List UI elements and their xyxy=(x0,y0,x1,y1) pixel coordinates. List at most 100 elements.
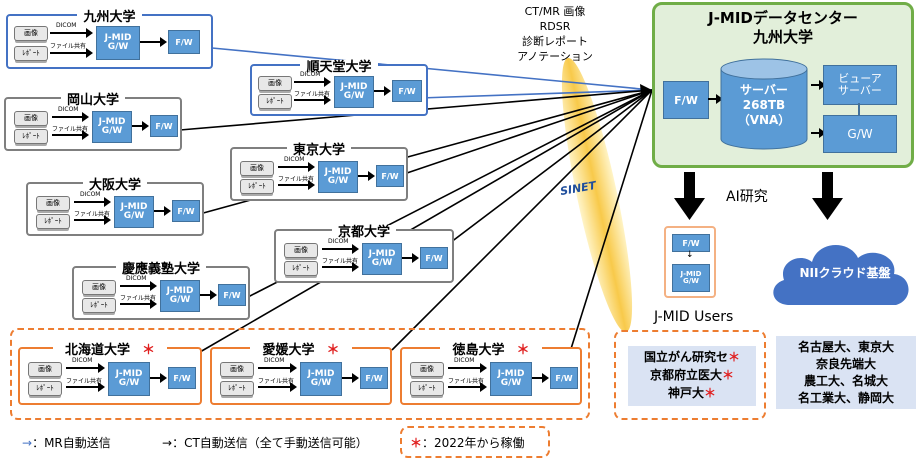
dicom-arrow xyxy=(278,162,315,172)
file-share-label: ファイル共有 xyxy=(278,176,315,183)
file-share-arrow xyxy=(278,180,315,190)
dicom-label: DICOM xyxy=(284,156,305,163)
gw-fw-arrow xyxy=(342,373,359,383)
nii-cloud-shape xyxy=(773,244,909,305)
image-disk: 画像 xyxy=(82,280,116,295)
image-disk: 画像 xyxy=(14,26,48,41)
viewer-gw-link xyxy=(858,103,860,115)
mr-line-kyushu xyxy=(211,47,653,91)
file-share-label: ファイル共有 xyxy=(258,378,295,385)
uni-name-tokyo: 東京大学 xyxy=(286,143,351,158)
center-fw-box: F/W xyxy=(663,81,709,119)
users-down-arrow-icon: ↓ xyxy=(686,250,694,260)
image-disk: 画像 xyxy=(14,111,48,126)
file-share-label: ファイル共有 xyxy=(50,43,87,50)
file-share-label: ファイル共有 xyxy=(74,211,111,218)
uni-name-kyoto: 京都大学 xyxy=(331,225,396,240)
dicom-arrow xyxy=(258,363,297,373)
image-disk: 画像 xyxy=(28,362,62,377)
users-title: J-MID Users xyxy=(654,309,734,325)
report-disk: ﾚﾎﾟｰﾄ xyxy=(14,129,48,144)
fw-box: F/W xyxy=(376,165,404,187)
file-share-arrow xyxy=(448,382,487,392)
file-share-label: ファイル共有 xyxy=(52,126,89,133)
ct-line-ehime xyxy=(391,89,653,351)
file-share-label: ファイル共有 xyxy=(120,295,157,302)
dicom-arrow xyxy=(448,363,487,373)
gw-fw-arrow xyxy=(140,37,167,47)
blue-arrow-icon: → xyxy=(22,436,33,450)
ct-line-kyoto xyxy=(429,89,653,259)
dicom-label: DICOM xyxy=(58,106,79,113)
file-share-label: ファイル共有 xyxy=(66,378,103,385)
ct-line-tokyo xyxy=(403,89,653,175)
fw-box: F/W xyxy=(168,30,200,54)
report-disk: ﾚﾎﾟｰﾄ xyxy=(410,381,444,396)
file-share-arrow xyxy=(50,48,93,58)
data-center-box: J-MIDデータセンター 九州大学 F/W サーバー 268TB （VNA） ビ… xyxy=(652,2,914,168)
ct-line-hokkaido xyxy=(199,89,653,353)
image-disk: 画像 xyxy=(284,243,318,258)
ai-research-label: AI研究 xyxy=(726,189,768,205)
file-share-arrow xyxy=(74,215,111,225)
star-mark: ＊ xyxy=(510,343,536,358)
viewer-server-box: ビューアサーバー xyxy=(823,65,897,105)
file-share-arrow xyxy=(66,382,105,392)
gw-fw-arrow xyxy=(374,86,391,96)
uni-name-keio: 慶應義塾大学 xyxy=(115,262,206,277)
mr-line-juntendo xyxy=(419,89,653,99)
report-disk: ﾚﾎﾟｰﾄ xyxy=(28,381,62,396)
nii-list-item: 農工大、名城大 xyxy=(803,374,888,388)
report-disk: ﾚﾎﾟｰﾄ xyxy=(220,381,254,396)
star-mark: ＊ xyxy=(136,343,162,358)
dicom-label: DICOM xyxy=(264,357,285,364)
dicom-arrow xyxy=(294,77,331,87)
server-viewer-arrow xyxy=(811,80,826,90)
fw-box: F/W xyxy=(172,200,200,222)
file-share-arrow xyxy=(294,95,331,105)
dicom-arrow xyxy=(66,363,105,373)
gw-fw-arrow xyxy=(532,373,549,383)
image-disk: 画像 xyxy=(240,161,274,176)
gw-fw-arrow xyxy=(150,373,167,383)
nii-cloud-label: NIIクラウド基盤 xyxy=(799,266,891,280)
file-share-arrow xyxy=(52,130,89,140)
dicom-label: DICOM xyxy=(300,71,321,78)
users-list: 国立がん研究セ＊ 京都府立医大＊ 神戸大＊ xyxy=(628,346,756,406)
dicom-arrow xyxy=(322,244,359,254)
legend-star-frame xyxy=(400,426,550,458)
fw-box: F/W xyxy=(550,367,578,389)
report-disk: ﾚﾎﾟｰﾄ xyxy=(284,261,318,276)
legend-ct: →：CT自動送信（全て手動送信可能） xyxy=(162,436,368,450)
fw-box: F/W xyxy=(218,284,246,306)
uni-name-hokkaido: 北海道大学 xyxy=(58,343,136,358)
report-disk: ﾚﾎﾟｰﾄ xyxy=(240,179,274,194)
report-disk: ﾚﾎﾟｰﾄ xyxy=(258,94,292,109)
center-fw-arrow xyxy=(708,94,723,104)
black-arrow-icon: → xyxy=(162,436,173,450)
fw-box: F/W xyxy=(392,80,422,102)
sinet-info-line1: CT/MR 画像 xyxy=(524,5,586,18)
report-disk: ﾚﾎﾟｰﾄ xyxy=(36,214,70,229)
server-label: サーバー 268TB （VNA） xyxy=(719,83,809,128)
server-label-line2: 268TB xyxy=(742,98,786,112)
star-mark: ＊ xyxy=(320,343,346,358)
file-share-arrow xyxy=(322,262,359,272)
sinet-info-line2: RDSR xyxy=(539,20,571,33)
dicom-arrow xyxy=(120,281,157,291)
server-gw-arrow xyxy=(811,128,826,138)
